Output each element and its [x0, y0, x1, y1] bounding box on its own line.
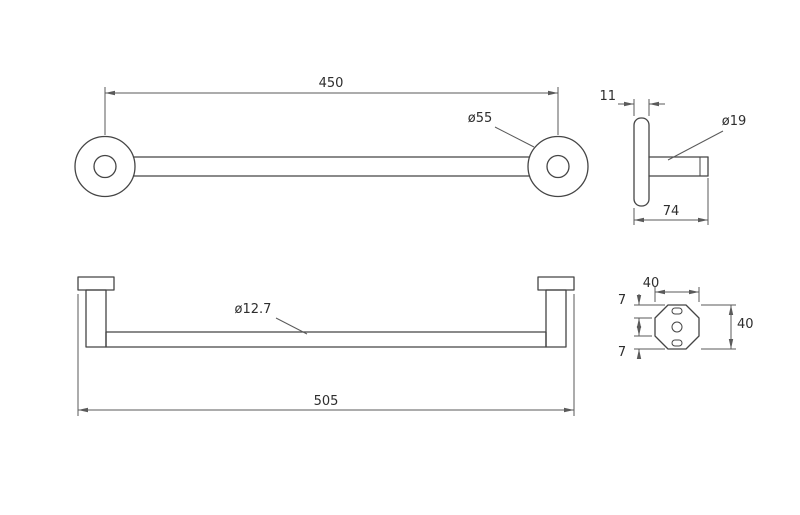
- bar-body: [105, 331, 547, 348]
- wall-plate: [633, 117, 650, 207]
- top-slot: [671, 307, 683, 315]
- dimension-label-section-height: 40: [737, 317, 754, 332]
- left-mount-flange: [77, 276, 115, 291]
- octagon-section-outline: [654, 304, 700, 350]
- section-view: 40 40 7 7: [618, 276, 754, 360]
- bottom-view: ø12.7 505: [77, 276, 575, 416]
- dimension-label-top-chamfer: 7: [618, 293, 626, 308]
- right-mount-post: [545, 289, 567, 348]
- dimension-label-overall-length: 505: [314, 394, 339, 409]
- dimension-label-flange-diameter: ø55: [468, 111, 493, 126]
- right-flange-outer-circle: [527, 135, 589, 198]
- side-view: 11 ø19 74: [599, 89, 746, 225]
- right-flange-inner-circle: [546, 154, 570, 179]
- dimension-label-section-width: 40: [643, 276, 660, 291]
- dimension-label-depth: 74: [663, 204, 680, 219]
- left-flange-inner-circle: [93, 154, 117, 179]
- left-flange-outer-circle: [74, 135, 136, 198]
- dimension-label-bottom-chamfer: 7: [618, 345, 626, 360]
- front-view: 450 ø55: [74, 76, 589, 198]
- dimension-label-plate-thickness: 11: [599, 89, 616, 104]
- right-mount-flange: [537, 276, 575, 291]
- bottom-slot: [671, 339, 683, 347]
- left-mount-post: [85, 289, 107, 348]
- dimension-label-bar-diameter: ø19: [722, 114, 747, 129]
- leader-line: [275, 317, 308, 335]
- leader-line: [667, 130, 724, 161]
- dimension-label-rod-diameter: ø12.7: [235, 302, 272, 317]
- center-hole: [671, 321, 683, 333]
- dimension-label-center-distance: 450: [319, 76, 344, 91]
- leader-line: [494, 126, 535, 148]
